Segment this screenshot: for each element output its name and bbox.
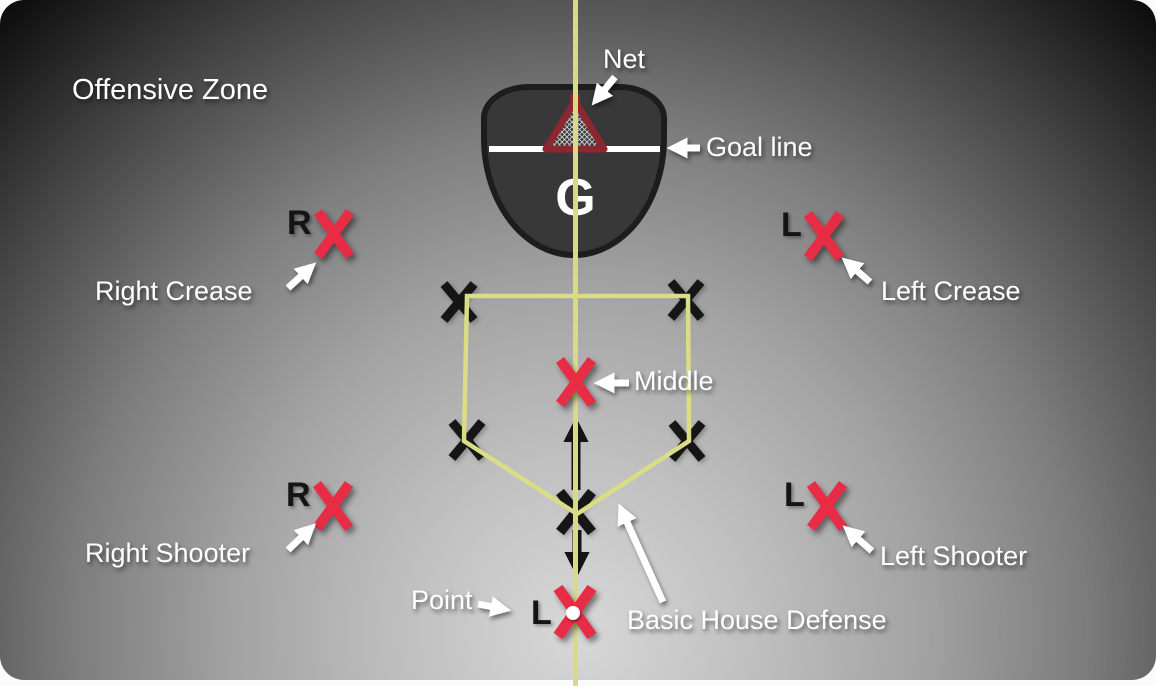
goal-line-label: Goal line — [706, 132, 813, 162]
defender-x-top-right — [666, 277, 706, 323]
left-crease-marker: L — [781, 208, 846, 264]
point-label: Point — [411, 585, 473, 615]
point-marker: L — [531, 584, 598, 642]
defender-x-mid-right — [667, 418, 707, 464]
left-shooter-marker: L — [784, 478, 849, 534]
right-crease-label: Right Crease — [95, 276, 253, 306]
player-x-icon — [313, 209, 354, 259]
ball-dot — [566, 606, 580, 620]
defender-x-mid-left — [447, 417, 487, 463]
defender-x-top-left — [439, 279, 479, 325]
left-crease-label: Left Crease — [881, 276, 1021, 306]
middle-marker — [554, 354, 598, 410]
player-x-icon — [803, 211, 844, 261]
right-shooter-marker: R — [286, 478, 355, 534]
right-shooter-label: Right Shooter — [85, 538, 251, 568]
left-crease-prefix: L — [781, 206, 802, 244]
left-shooter-prefix: L — [784, 476, 805, 514]
right-crease-marker: R — [287, 206, 356, 262]
house-defense-label: Basic House Defense — [627, 605, 887, 635]
left-shooter-label: Left Shooter — [880, 541, 1028, 571]
net-label: Net — [603, 44, 646, 74]
right-crease-prefix: R — [287, 204, 312, 242]
right-shooter-prefix: R — [286, 476, 311, 514]
player-x-icon — [312, 481, 353, 531]
player-x-icon — [806, 481, 847, 531]
middle-label: Middle — [634, 366, 714, 396]
zone-title: Offensive Zone — [72, 74, 269, 106]
player-x-icon — [555, 357, 597, 407]
point-prefix: L — [531, 594, 552, 632]
